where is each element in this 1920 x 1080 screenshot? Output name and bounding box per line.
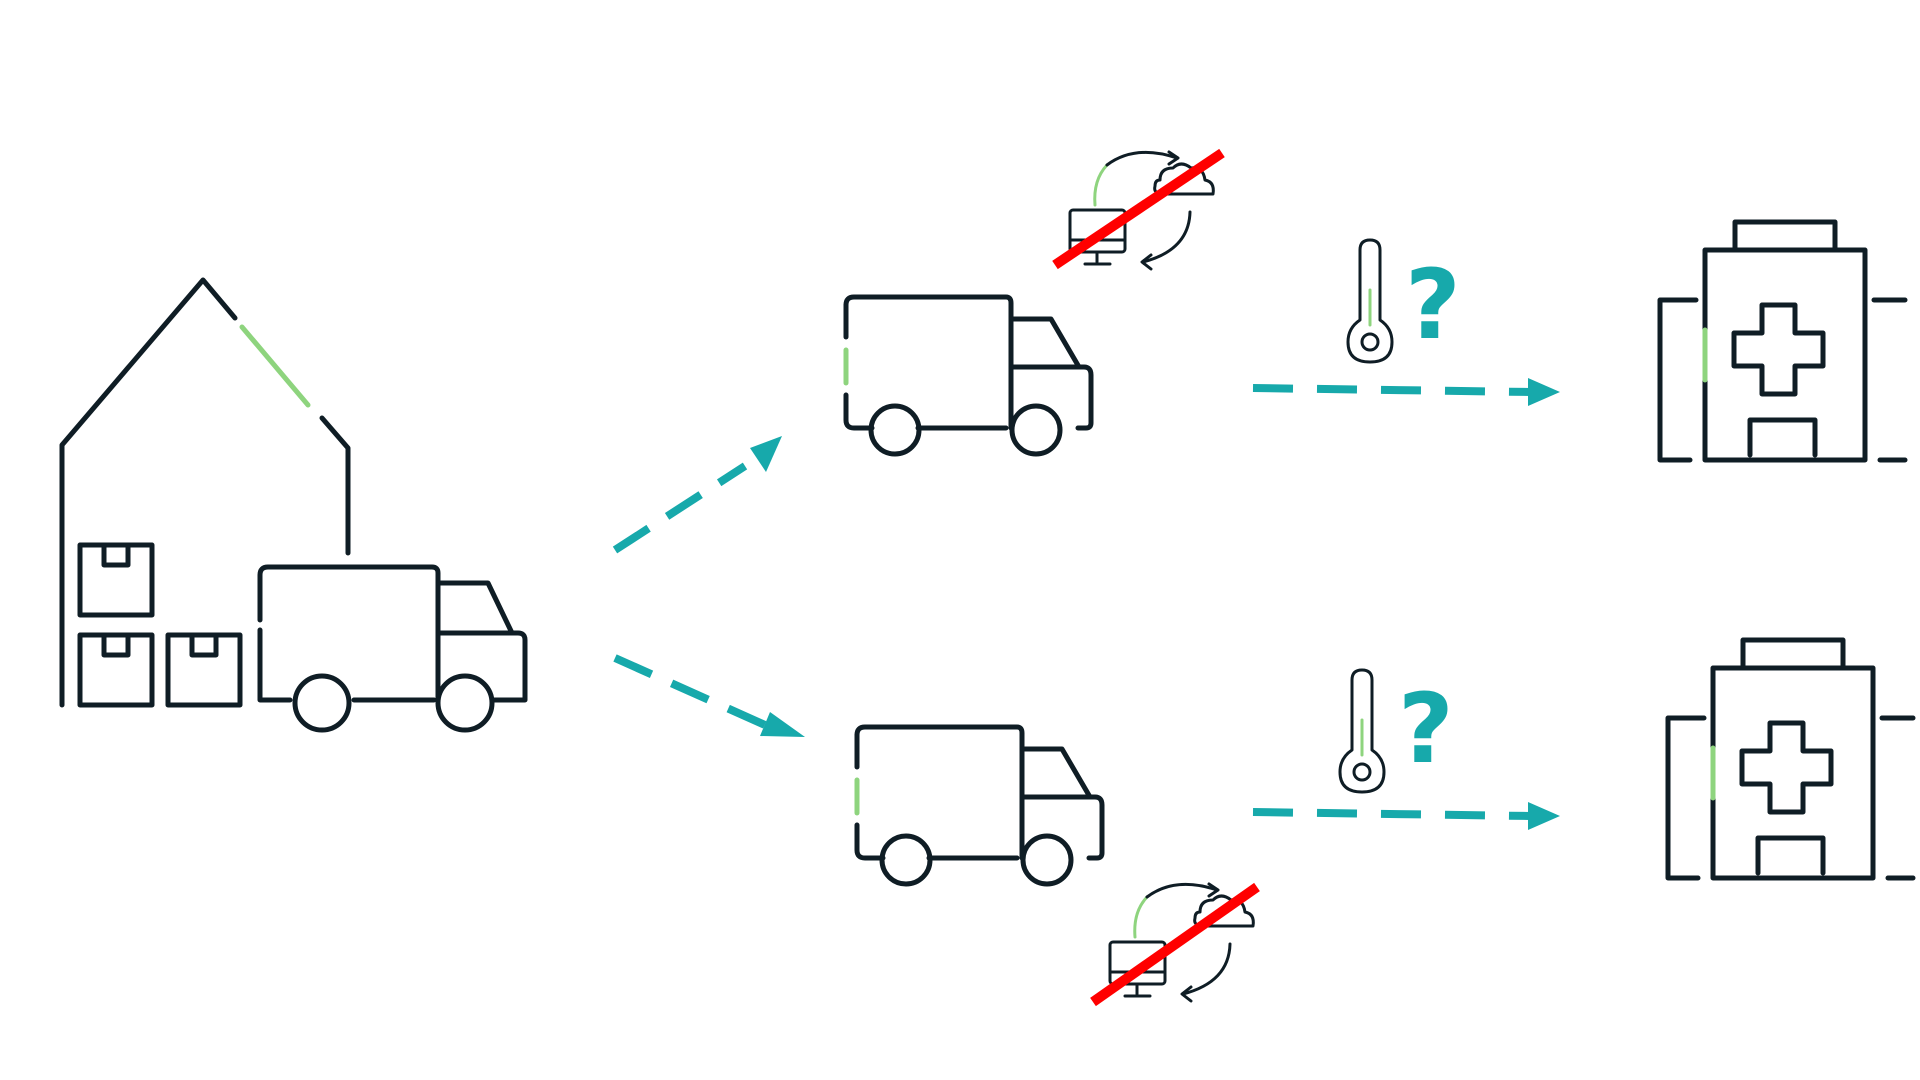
arrow-bottom-truck-to-hospital — [1252, 802, 1560, 830]
cloud-sync-disabled-top-icon — [1052, 148, 1225, 271]
cloud-sync-disabled-bottom-icon — [1090, 882, 1260, 1007]
warehouse-truck-icon — [257, 564, 528, 733]
arrow-warehouse-to-top-truck — [612, 436, 782, 554]
hospital-bottom-icon — [1668, 640, 1913, 878]
question-mark-top: ? — [1405, 249, 1461, 361]
warehouse-with-boxes-and-truck-icon — [59, 277, 528, 733]
arrow-top-truck-to-hospital — [1252, 378, 1560, 406]
thermometer-top-icon — [1346, 238, 1394, 364]
hospital-top-icon — [1660, 222, 1905, 460]
thermometer-bottom-icon — [1338, 668, 1386, 794]
arrow-warehouse-to-bottom-truck — [613, 654, 805, 737]
stacked-boxes-icon — [77, 542, 243, 708]
question-mark-bottom: ? — [1398, 673, 1454, 785]
delivery-truck-bottom-icon — [857, 727, 1102, 884]
delivery-truck-top-icon — [846, 297, 1091, 454]
